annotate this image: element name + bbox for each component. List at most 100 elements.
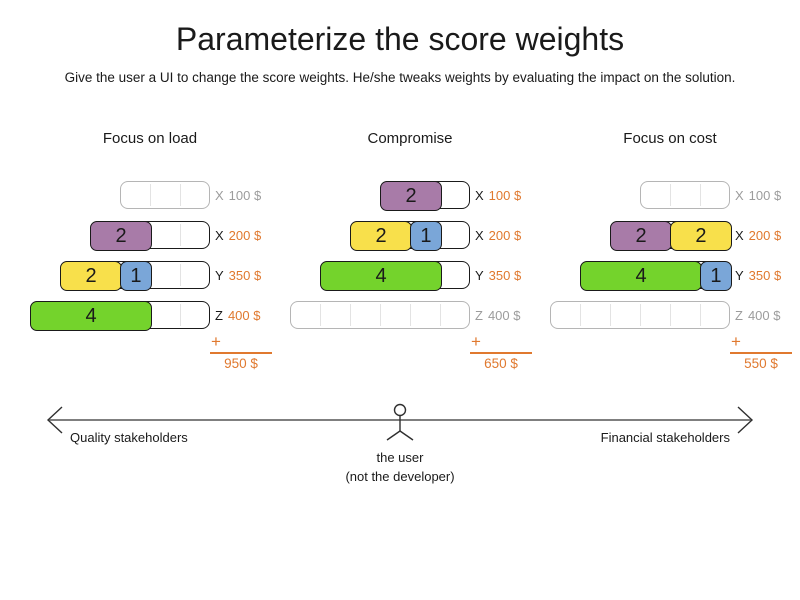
weight-track — [290, 301, 470, 329]
cell-divider — [180, 184, 181, 206]
cell-divider — [180, 304, 181, 326]
cell-divider — [380, 304, 381, 326]
weight-block-green: 4 — [29, 300, 153, 332]
cell-divider — [670, 184, 671, 206]
cell-divider — [150, 184, 151, 206]
weight-block-purple: 2 — [379, 180, 443, 212]
sum-plus-sign: + — [211, 332, 221, 351]
constraint-letter: X — [215, 187, 224, 203]
weight-block-yellow: 2 — [669, 220, 733, 252]
weight-value: 4 — [375, 264, 387, 287]
user-figure-icon — [386, 403, 414, 441]
cell-divider — [700, 304, 701, 326]
weight-track: 4 — [319, 260, 470, 292]
sum-line — [470, 352, 532, 354]
weight-block-purple: 2 — [609, 220, 673, 252]
cell-divider — [410, 304, 411, 326]
sum-plus-sign: + — [471, 332, 481, 351]
constraint-price: 400 $ — [487, 307, 521, 323]
constraint-price: 350 $ — [748, 267, 782, 283]
arrowhead-right-icon — [737, 406, 754, 434]
constraint-price: 400 $ — [227, 307, 261, 323]
weight-value: 2 — [115, 224, 127, 247]
user-sublabel: (not the developer) — [345, 469, 455, 484]
weight-track — [120, 181, 210, 209]
cell-divider — [580, 304, 581, 326]
weight-block-blue: 1 — [699, 260, 733, 292]
cell-divider — [180, 224, 181, 246]
weight-value: 1 — [710, 264, 722, 287]
weight-value: 1 — [420, 224, 432, 247]
axis-label-quality: Quality stakeholders — [70, 430, 188, 445]
user-head-icon — [393, 403, 407, 417]
constraint-letter: X — [735, 227, 744, 243]
constraint-letter: Y — [475, 267, 484, 283]
weight-value: 2 — [85, 264, 97, 287]
scenario-title: Compromise — [367, 130, 453, 147]
constraint-price: 200 $ — [748, 227, 782, 243]
weight-value: 1 — [130, 264, 142, 287]
constraint-price: 200 $ — [228, 227, 262, 243]
constraint-price: 100 $ — [228, 187, 262, 203]
weight-block-green: 4 — [579, 260, 703, 292]
cell-divider — [440, 304, 441, 326]
constraint-letter: X — [475, 227, 484, 243]
constraint-price: 100 $ — [748, 187, 782, 203]
weight-value: 2 — [405, 184, 417, 207]
scenario-title: Focus on load — [102, 130, 198, 147]
sum-total: 950 $ — [224, 356, 258, 371]
weight-block-green: 4 — [319, 260, 443, 292]
weight-value: 2 — [635, 224, 647, 247]
weight-block-purple: 2 — [89, 220, 153, 252]
constraint-letter: X — [215, 227, 224, 243]
cell-divider — [610, 304, 611, 326]
stakeholder-axis — [46, 403, 754, 441]
constraint-letter: Z — [475, 307, 483, 323]
subtitle: Give the user a UI to change the score w… — [64, 70, 736, 85]
constraint-price: 100 $ — [488, 187, 522, 203]
weight-value: 4 — [85, 304, 97, 327]
weight-track: 2 — [89, 220, 210, 252]
cell-divider — [640, 304, 641, 326]
weight-track: 4 — [29, 300, 210, 332]
constraint-letter: X — [475, 187, 484, 203]
user-label: the user — [376, 450, 424, 465]
cell-divider — [350, 304, 351, 326]
constraint-price: 400 $ — [747, 307, 781, 323]
axis-label-financial: Financial stakeholders — [600, 430, 730, 445]
sum-total: 650 $ — [484, 356, 518, 371]
sum-total: 550 $ — [744, 356, 778, 371]
constraint-letter: X — [735, 187, 744, 203]
arrowhead-left-icon — [46, 406, 63, 434]
constraint-price: 350 $ — [228, 267, 262, 283]
weight-value: 2 — [375, 224, 387, 247]
weight-block-yellow: 2 — [59, 260, 123, 292]
weight-track — [640, 181, 730, 209]
weight-value: 2 — [695, 224, 707, 247]
page-title: Parameterize the score weights — [175, 21, 625, 57]
constraint-letter: Y — [735, 267, 744, 283]
cell-divider — [700, 184, 701, 206]
weight-value: 4 — [635, 264, 647, 287]
sum-plus-sign: + — [731, 332, 741, 351]
constraint-letter: Y — [215, 267, 224, 283]
constraint-letter: Z — [735, 307, 743, 323]
